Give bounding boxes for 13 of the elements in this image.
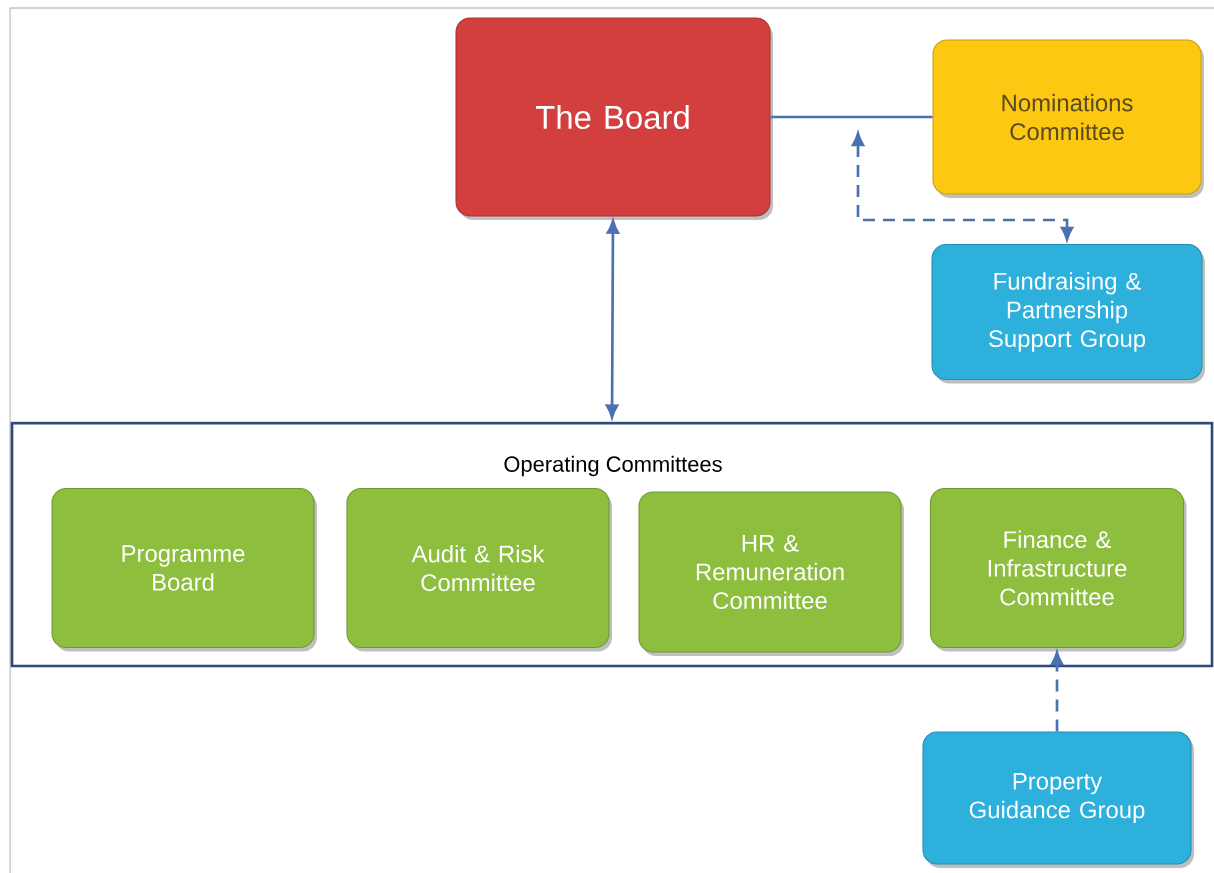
group-heading: Operating Committees [504,455,722,477]
connector [605,220,620,419]
committee-box: Audit & Risk Committee [346,488,612,652]
group-box: Fundraising & Partnership Support Group [931,244,1205,384]
connector [851,132,1074,241]
committee-box: HR & Remuneration Committee [638,491,904,656]
group-box: Property Guidance Group [922,731,1194,868]
connector [1050,651,1064,732]
board-box: The Board [455,17,773,220]
committee-box: Nominations Committee [932,39,1204,198]
committee-box: Finance & Infrastructure Committee [929,488,1187,652]
connector [770,115,933,119]
committee-box: Programme Board [51,488,317,652]
